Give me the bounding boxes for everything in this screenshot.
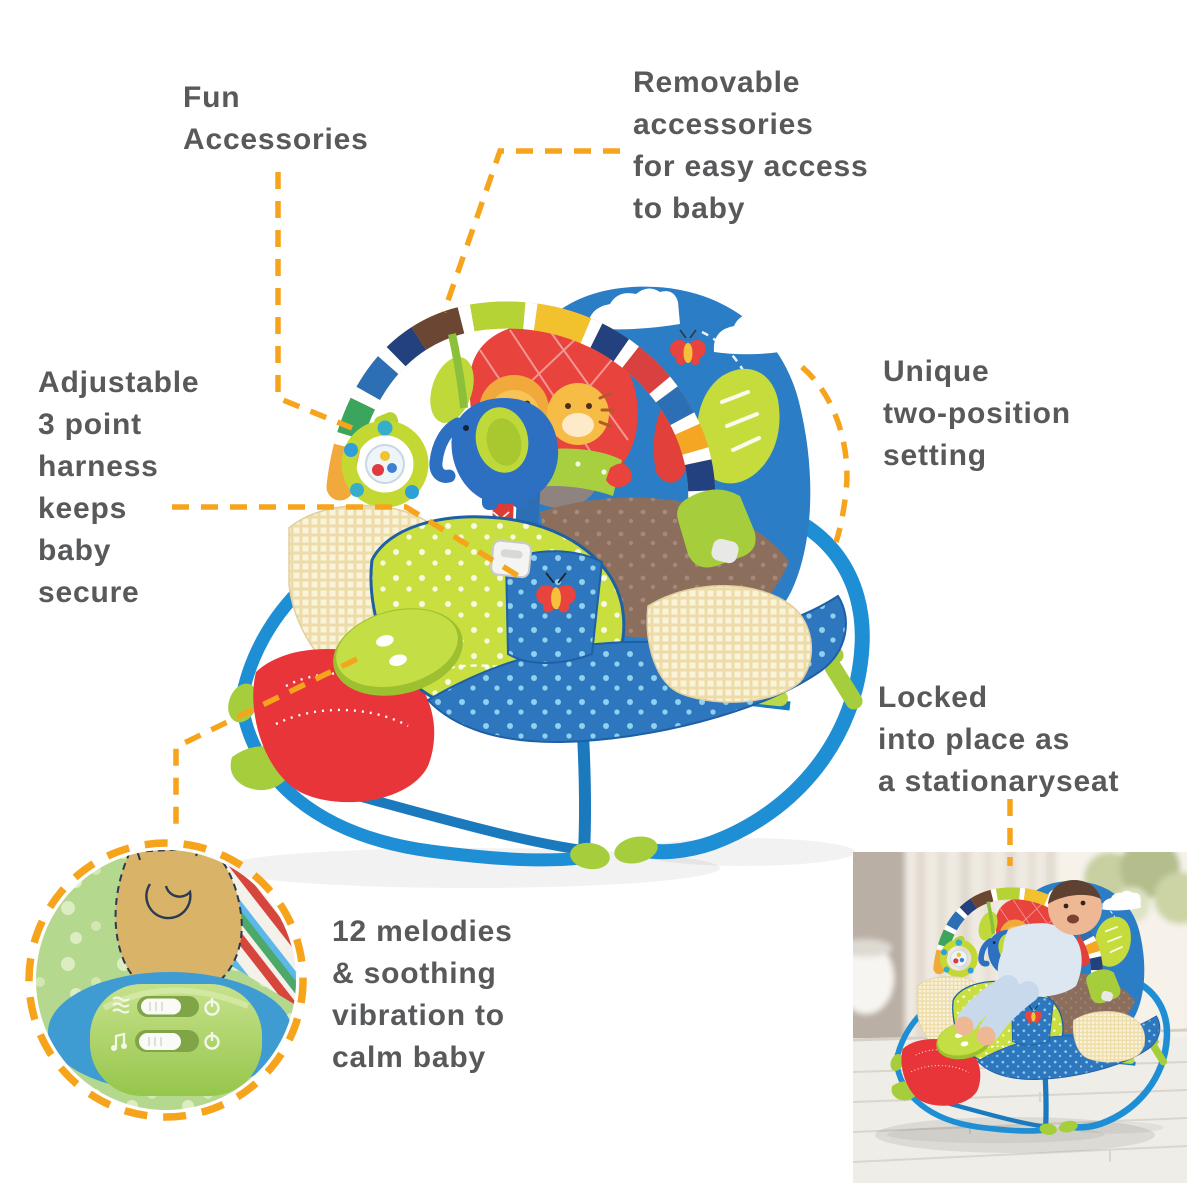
power-icon (204, 998, 220, 1016)
callout-line-text: Fun (183, 81, 241, 114)
music-slider (111, 1030, 220, 1052)
power-icon (204, 1032, 220, 1050)
callout-melodies: 12 melodies & soothing vibration to calm… (332, 911, 513, 1079)
rocker-product-illustration (220, 287, 866, 888)
callout-line-text: keeps (38, 492, 128, 525)
callout-line-text: to baby (633, 192, 746, 225)
callout-line-harness (172, 504, 522, 580)
vibration-slider (112, 996, 220, 1017)
inset-dashed-ring (25, 839, 307, 1121)
callout-line-fun-accessories (275, 172, 354, 431)
callout-harness: Adjustable 3 point harness keeps baby se… (38, 362, 199, 614)
callout-line-removable (441, 148, 620, 313)
callout-removable: Removable accessories for easy access to… (633, 62, 869, 230)
control-pod-inset (25, 839, 307, 1121)
baby (954, 880, 1102, 1046)
striped-fabric (222, 862, 296, 1020)
callout-line-text: baby (38, 534, 112, 567)
snail-print (114, 850, 243, 999)
callout-line-text: into place as (878, 723, 1071, 756)
callout-line-text: & soothing (332, 957, 497, 990)
callout-line-text: secure (38, 576, 140, 609)
callout-two-position: Unique two-position setting (883, 351, 1071, 477)
callout-line-two-position (800, 364, 850, 543)
callout-fun-accessories: Fun Accessories (183, 77, 369, 161)
vibration-waves-icon (112, 996, 130, 1014)
callout-line-text: vibration to (332, 999, 505, 1032)
callout-line-text: Removable (633, 66, 801, 99)
callout-line-text: harness (38, 450, 159, 483)
baby-photo (853, 852, 1187, 1183)
callout-line-text: for easy access (633, 150, 869, 183)
planter-tub (853, 939, 894, 1014)
callout-line-text: Unique (883, 355, 990, 388)
callout-line-text: 3 point (38, 408, 142, 441)
callout-line-text: Adjustable (38, 366, 200, 399)
callout-line-text: Accessories (183, 123, 369, 156)
callout-line-melodies (173, 656, 359, 832)
callout-line-text: a stationaryseat (878, 765, 1120, 798)
callout-line-text: accessories (633, 108, 814, 141)
music-notes-icon (111, 1032, 127, 1051)
callout-line-text: 12 melodies (332, 915, 513, 948)
callout-line-text: setting (883, 439, 987, 472)
callout-line-text: calm baby (332, 1041, 486, 1074)
callout-locked: Locked into place as a stationaryseat (878, 677, 1119, 803)
callout-line-text: Locked (878, 681, 988, 714)
callout-line-text: two-position (883, 397, 1071, 430)
